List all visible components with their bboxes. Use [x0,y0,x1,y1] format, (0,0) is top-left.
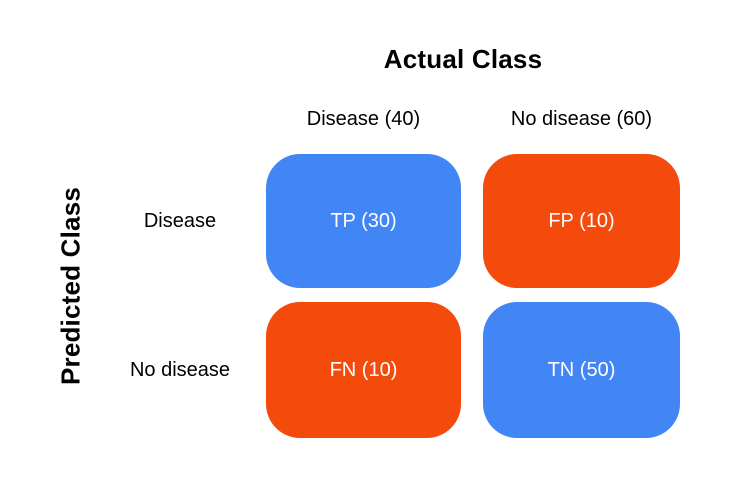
y-axis-title: Predicted Class [55,186,86,386]
x-axis-title: Actual Class [383,44,543,74]
cell-true-positive: TP (30) [266,154,461,288]
cell-false-negative: FN (10) [266,302,461,438]
cell-true-negative-label: TN (50) [547,358,616,381]
cell-false-negative-label: FN (10) [329,358,398,381]
cell-false-positive: FP (10) [483,154,680,288]
column-header-disease: Disease (40) [306,108,421,130]
cell-true-negative: TN (50) [483,302,680,438]
cell-false-positive-label: FP (10) [548,209,615,232]
column-header-no-disease: No disease (60) [510,108,653,130]
row-header-no-disease: No disease [129,358,231,381]
row-header-disease: Disease [143,209,217,232]
cell-true-positive-label: TP (30) [330,209,397,232]
